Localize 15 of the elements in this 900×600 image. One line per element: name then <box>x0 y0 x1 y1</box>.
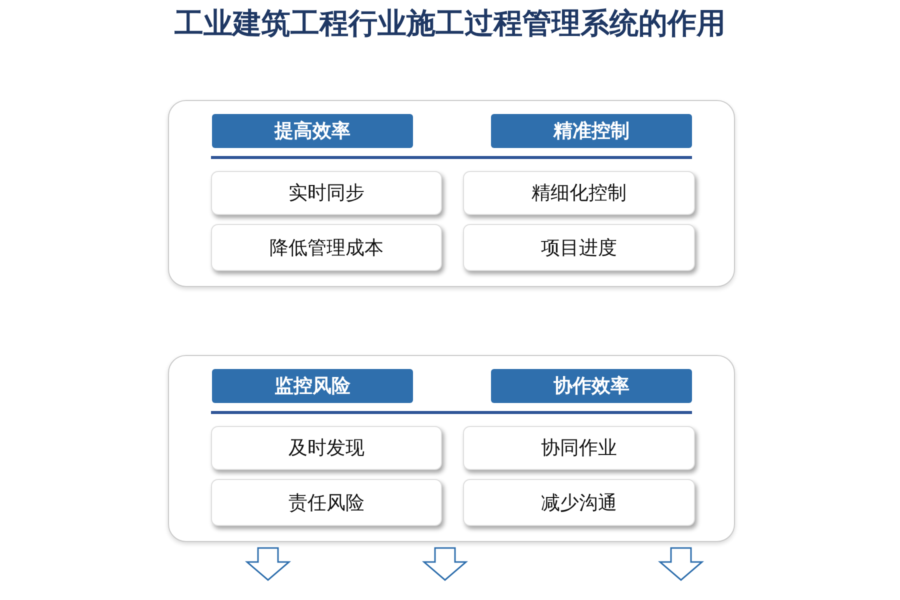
item-card: 实时同步 <box>211 171 442 215</box>
heading-banner: 监控风险 <box>212 369 413 403</box>
panel-card <box>168 100 735 287</box>
heading-banner: 协作效率 <box>491 369 692 403</box>
item-card: 减少沟通 <box>463 479 695 526</box>
heading-banner: 精准控制 <box>491 114 692 148</box>
item-card: 精细化控制 <box>463 171 695 215</box>
item-card: 降低管理成本 <box>211 224 442 271</box>
item-card: 及时发现 <box>211 426 442 470</box>
title: 工业建筑工程行业施工过程管理系统的作用 <box>174 5 726 42</box>
item-card: 责任风险 <box>211 479 442 526</box>
heading-banner: 提高效率 <box>212 114 413 148</box>
item-card: 项目进度 <box>463 224 695 271</box>
item-card: 协同作业 <box>463 426 695 470</box>
panel-card <box>168 355 735 542</box>
